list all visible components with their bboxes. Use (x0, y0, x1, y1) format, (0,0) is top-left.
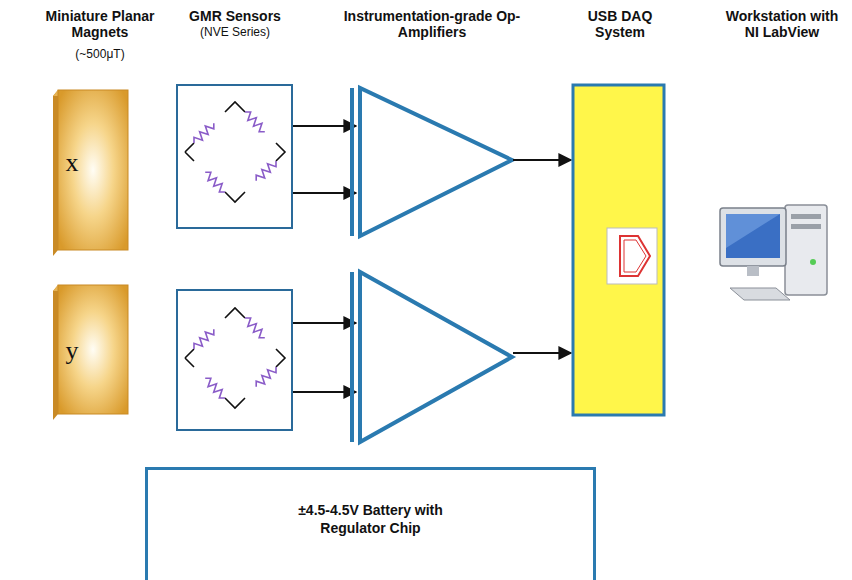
computer-icon (720, 205, 827, 300)
column-header: Workstation with NI LabView (717, 8, 847, 40)
gmr-sensor (177, 85, 292, 228)
axis-label: x (57, 148, 87, 178)
column-header: Instrumentation-grade Op-Amplifiers (337, 8, 527, 40)
op-amp-symbol (352, 88, 512, 442)
field-strength: (~500μT) (55, 48, 145, 62)
signal-arrow (293, 126, 356, 392)
column-header: USB DAQ System (580, 8, 660, 40)
daq-box (573, 85, 664, 415)
planar-magnet (53, 90, 128, 256)
power-supply-box: ±4.5-4.5V Battery with Regulator Chip (145, 467, 596, 580)
column-header: GMR Sensors (170, 8, 300, 24)
planar-magnet (53, 285, 128, 420)
column-header: Miniature Planar Magnets (40, 8, 160, 40)
gmr-sensor (177, 290, 292, 430)
axis-label: y (57, 336, 87, 366)
signal-arrow (513, 160, 571, 353)
series-note: (NVE Series) (180, 26, 290, 40)
box-label: ±4.5-4.5V Battery with Regulator Chip (286, 502, 456, 537)
